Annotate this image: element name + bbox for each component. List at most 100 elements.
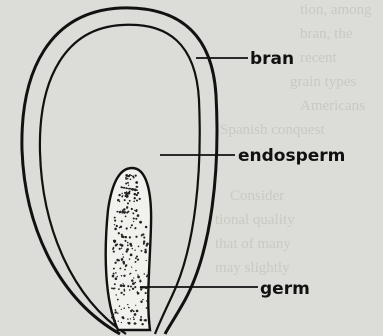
stipple-dot [130,273,132,275]
stipple-dot [148,292,149,293]
stipple-dot [129,190,131,192]
stipple-dot [125,192,127,194]
germ-label: germ [260,279,310,299]
stipple-dot [119,305,120,306]
stipple-dot [144,249,146,251]
stipple-dot [124,195,126,197]
stipple-dot [129,289,131,291]
stipple-dot [127,245,129,247]
stipple-dot [123,211,126,214]
svg-text:recent: recent [300,50,337,66]
stipple-dot [127,248,129,250]
stipple-dot [121,322,122,323]
stipple-dot [133,318,135,320]
svg-text:tional quality: tional quality [215,212,295,228]
stipple-dot [134,313,137,316]
stipple-dot [122,254,123,255]
stipple-dot [134,249,135,250]
stipple-dot [135,261,137,263]
stipple-dot [121,316,124,319]
stipple-dot [113,240,116,243]
stipple-dot [127,178,129,180]
stipple-dot [122,261,125,264]
stipple-dot [146,307,148,309]
stipple-dot [144,319,146,321]
stipple-dot [130,318,131,319]
stipple-dot [133,217,135,219]
stipple-dot [118,232,120,234]
stipple-dot [127,318,128,319]
stipple-dot [123,307,125,309]
stipple-dot [122,236,125,239]
stipple-dot [125,266,126,267]
stipple-dot [121,244,124,247]
stipple-dot [118,194,120,196]
stipple-dot [129,188,130,189]
stipple-dot [146,276,148,278]
stipple-dot [135,181,138,184]
stipple-dot [146,300,148,302]
stipple-dot [144,273,146,275]
stipple-dot [132,248,133,249]
stipple-dot [136,189,138,191]
stipple-dot [125,216,127,218]
stipple-dot [143,243,144,244]
stipple-dot [143,237,145,239]
stipple-dot [116,225,118,227]
stipple-dot [114,220,116,222]
stipple-dot [126,208,127,209]
stipple-dot [142,299,143,300]
stipple-dot [114,283,116,285]
stipple-dot [122,284,125,287]
stipple-dot [137,276,140,279]
stipple-dot [121,196,123,198]
stipple-dot [126,212,128,214]
stipple-dot [133,317,134,318]
stipple-dot [113,251,115,253]
stipple-dot [117,299,119,301]
stipple-dot [137,292,140,295]
stipple-dot [114,228,117,231]
stipple-dot [113,268,115,270]
stipple-dot [123,256,124,257]
stipple-dot [122,283,123,284]
stipple-dot [126,227,128,229]
stipple-dot [135,270,137,272]
svg-text:Consider: Consider [230,188,284,204]
stipple-dot [125,178,127,180]
stipple-dot [139,280,141,282]
stipple-dot [120,284,123,287]
stipple-dot [120,292,122,294]
stipple-dot [113,247,114,248]
stipple-dot [127,304,128,305]
stipple-dot [116,276,118,278]
stipple-dot [131,279,134,282]
stipple-dot [114,320,117,323]
stipple-dot [140,288,142,290]
stipple-dot [141,323,143,325]
stipple-dot [141,235,143,237]
stipple-dot [125,250,127,252]
stipple-dot [138,246,140,248]
stipple-dot [114,309,116,311]
stipple-dot [134,286,136,288]
stipple-dot [140,301,142,303]
stipple-dot [124,187,125,188]
stipple-dot [131,266,132,267]
svg-text:Spanish conquest: Spanish conquest [220,122,325,138]
stipple-dot [113,273,115,275]
stipple-dot [130,254,133,257]
stipple-dot [119,227,121,229]
stipple-dot [125,183,127,185]
stipple-dot [135,175,137,177]
stipple-dot [134,227,136,229]
stipple-dot [140,319,143,322]
stipple-dot [119,267,121,269]
stipple-dot [125,174,128,177]
stipple-dot [129,236,131,238]
stipple-dot [129,258,130,259]
stipple-dot [129,200,131,202]
stipple-dot [114,217,116,219]
stipple-dot [136,255,138,257]
stipple-dot [131,224,133,226]
